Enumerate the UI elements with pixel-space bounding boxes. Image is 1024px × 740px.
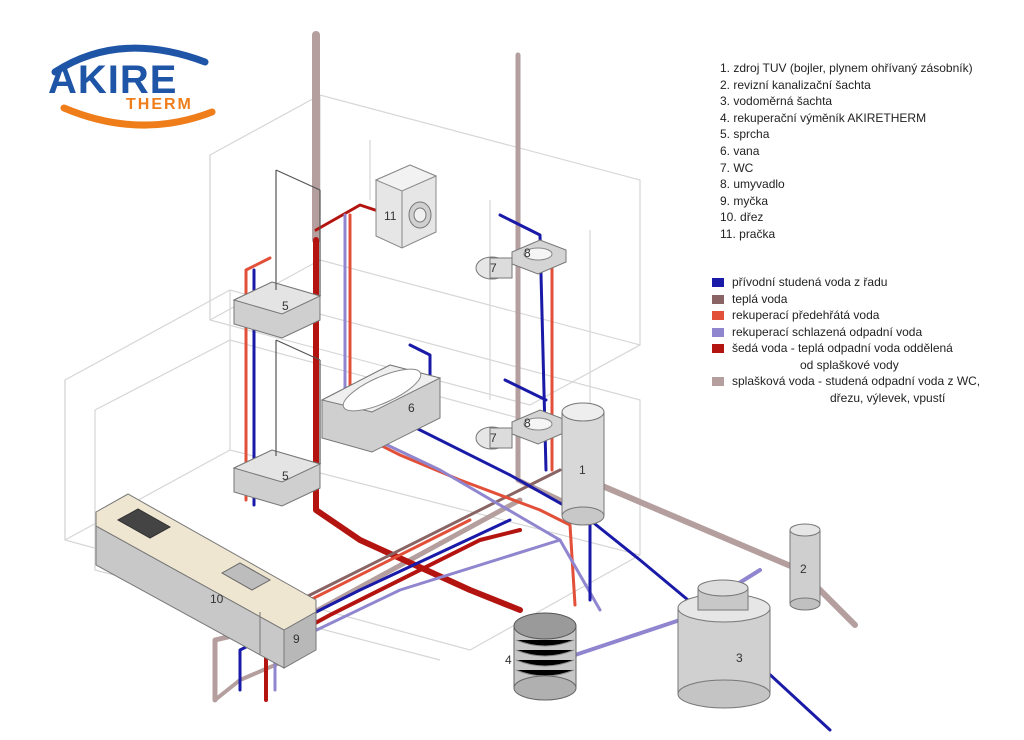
pipe-color-swatch — [712, 377, 724, 386]
akiretherm-logo: AKIRE THERM — [42, 36, 222, 126]
label-boiler: 1 — [579, 463, 586, 477]
legend-item-number: 2. — [720, 77, 731, 92]
pipe-color-swatch — [712, 327, 724, 337]
pipe-legend-label: teplá voda — [732, 291, 788, 306]
logo-line1: AKIRE — [48, 58, 178, 102]
wc-upper — [475, 256, 513, 280]
label-shower-lower: 5 — [282, 469, 289, 483]
pipe-color-legend: přívodní studená voda z řadu teplá voda re… — [712, 274, 980, 406]
pipe-color-swatch — [712, 294, 724, 304]
label-wc-lower: 7 — [490, 431, 497, 445]
cooled-pipe — [343, 213, 562, 542]
pipe-legend-row: rekuperací předehřátá voda — [712, 307, 980, 324]
washbasin-lower — [511, 409, 567, 445]
legend-item-text: pračka — [739, 226, 776, 241]
label-wc-upper: 7 — [490, 261, 497, 275]
label-kitchen-sink: 10 — [210, 592, 224, 606]
legend-item-number: 5. — [720, 127, 731, 142]
legend-item-number: 8. — [720, 177, 731, 192]
label-inspection-shaft: 2 — [800, 562, 807, 576]
pipe-legend-row: šedá voda - teplá odpadní voda oddělená o… — [712, 340, 980, 373]
pipe-legend-label: přívodní studená voda z řadu — [732, 275, 888, 289]
washing-machine — [374, 164, 438, 249]
legend-item: 11. pračka — [720, 226, 973, 243]
label-washbasin-upper: 8 — [524, 246, 531, 260]
cold-water-pipe — [498, 213, 548, 472]
legend-item: 6. vana — [720, 143, 973, 160]
legend-item-text: zdroj TUV (bojler, plynem ohřívaný zásob… — [733, 61, 973, 75]
recuperation-exchanger — [513, 612, 577, 701]
pipe-legend-row: přívodní studená voda z řadu — [712, 274, 980, 291]
legend-item-text: myčka — [733, 193, 769, 208]
pipe-legend-label-continued: od splaškové vody — [800, 357, 899, 372]
label-dishwasher: 9 — [293, 632, 300, 646]
grey-water-pipe — [313, 237, 523, 613]
shower-lower — [232, 339, 322, 507]
pipe-legend-label: splašková voda - studená odpadní voda z … — [732, 374, 981, 388]
legend-item-text: rekuperační výměník AKIRETHERM — [733, 110, 927, 125]
legend-item-text: WC — [733, 160, 754, 175]
kitchen-counter — [95, 493, 317, 669]
label-meter-shaft: 3 — [736, 651, 743, 665]
pipe-legend-label: rekuperací schlazená odpadní voda — [732, 324, 923, 339]
legend-item: 4. rekuperační výměník AKIRETHERM — [720, 110, 973, 127]
legend-item-text: umyvadlo — [733, 177, 785, 192]
logo-line2: THERM — [126, 96, 193, 113]
cold-water-pipe — [398, 418, 592, 602]
label-exchanger: 4 — [505, 653, 512, 667]
pipe-legend-label: šedá voda - teplá odpadní voda oddělená — [732, 341, 953, 355]
legend-item-number: 6. — [720, 143, 731, 158]
cold-water-pipe — [408, 343, 432, 382]
pipe-color-swatch — [712, 311, 724, 320]
pipe-legend-label: rekuperací předehřátá voda — [732, 308, 880, 322]
legend-item: 3. vodoměrná šachta — [720, 93, 973, 110]
pipe-color-swatch — [712, 344, 724, 353]
preheated-pipe — [308, 518, 472, 602]
legend-item: 9. myčka — [720, 193, 973, 210]
legend-item-number: 11. — [720, 226, 736, 241]
pipe-legend-row: splašková voda - studená odpadní voda z … — [712, 373, 980, 406]
meter-shaft — [677, 579, 771, 709]
legend-item-number: 9. — [720, 193, 731, 208]
pipe-legend-row: rekuperací schlazená odpadní voda — [712, 324, 980, 341]
wc-lower — [475, 426, 513, 450]
washbasin-upper — [511, 239, 567, 275]
legend-item: 5. sprcha — [720, 126, 973, 143]
legend-item-number: 3. — [720, 94, 731, 109]
label-bathtub: 6 — [408, 401, 415, 415]
fixtures — [95, 164, 821, 709]
shower-upper — [232, 169, 322, 339]
legend-item: 10. dřez — [720, 209, 973, 226]
preheated-pipe — [538, 508, 577, 607]
preheated-pipe — [348, 213, 542, 512]
boiler — [561, 402, 605, 526]
cold-water-pipe — [503, 378, 548, 402]
label-washer: 11 — [384, 209, 397, 223]
grey-water-pipe — [264, 528, 522, 702]
pipe-legend-row: teplá voda — [712, 291, 980, 308]
legend-item-number: 7. — [720, 160, 731, 175]
legend-item-text: dřez — [740, 210, 764, 225]
preheated-pipe — [244, 256, 272, 502]
legend-item-text: vodoměrná šachta — [733, 94, 833, 109]
legend-item-text: vana — [733, 143, 760, 158]
bathtub — [320, 364, 442, 453]
numbered-legend: 1. zdroj TUV (bojler, plynem ohřívaný zá… — [720, 60, 973, 243]
logo-swoosh — [51, 44, 216, 129]
legend-item: 7. WC — [720, 160, 973, 177]
label-washbasin-lower: 8 — [524, 416, 531, 430]
legend-item: 1. zdroj TUV (bojler, plynem ohřívaný zá… — [720, 60, 973, 77]
label-shower-upper: 5 — [282, 299, 289, 313]
legend-item-number: 10. — [720, 210, 737, 225]
inspection-shaft — [789, 523, 821, 611]
legend-item-number: 1. — [720, 61, 731, 75]
legend-item-text: revizní kanalizační šachta — [733, 77, 871, 92]
legend-item-text: sprcha — [733, 127, 770, 142]
pipe-color-swatch — [712, 278, 724, 287]
pipe-legend-label-continued: dřezu, výlevek, vpustí — [830, 390, 946, 405]
legend-item: 2. revizní kanalizační šachta — [720, 77, 973, 94]
legend-item-number: 4. — [720, 110, 731, 125]
legend-item: 8. umyvadlo — [720, 176, 973, 193]
